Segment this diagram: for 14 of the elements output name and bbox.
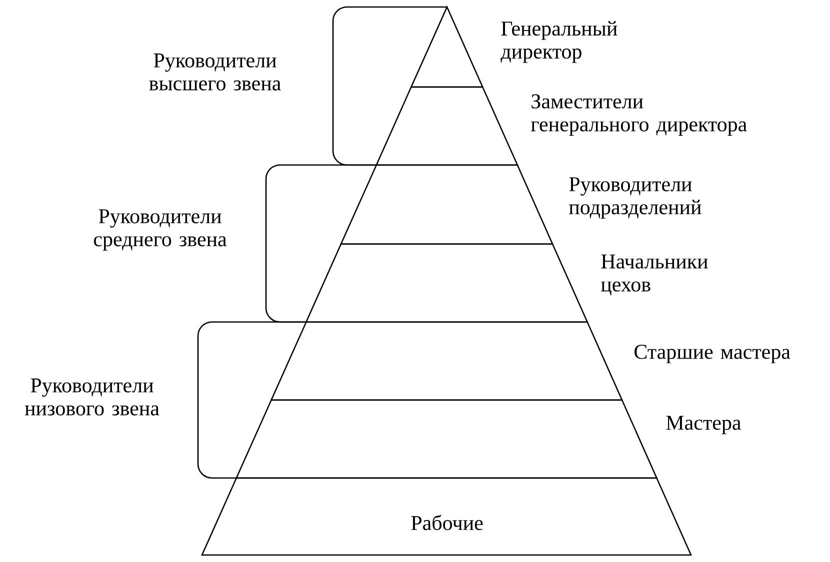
pyramid-tier [340, 164, 554, 245]
tier-caption: Начальники цехов [601, 254, 708, 296]
group-label: Руководители среднего звена [94, 209, 227, 251]
tier-caption: Генеральный директор [500, 21, 618, 63]
tier-caption: Руководители подразделений [569, 177, 702, 219]
tier-caption: Заместители генерального директора [531, 94, 747, 136]
pyramid-tier: Рабочие [201, 477, 692, 556]
bracket [265, 164, 376, 323]
tier-caption: Старшие мастера [634, 344, 790, 364]
group-label: Руководители высшего звена [149, 54, 281, 90]
tier-caption: Мастера [666, 416, 741, 434]
group-label: Руководители низового звена [24, 378, 160, 416]
bracket [197, 321, 306, 479]
bracket [332, 6, 447, 166]
